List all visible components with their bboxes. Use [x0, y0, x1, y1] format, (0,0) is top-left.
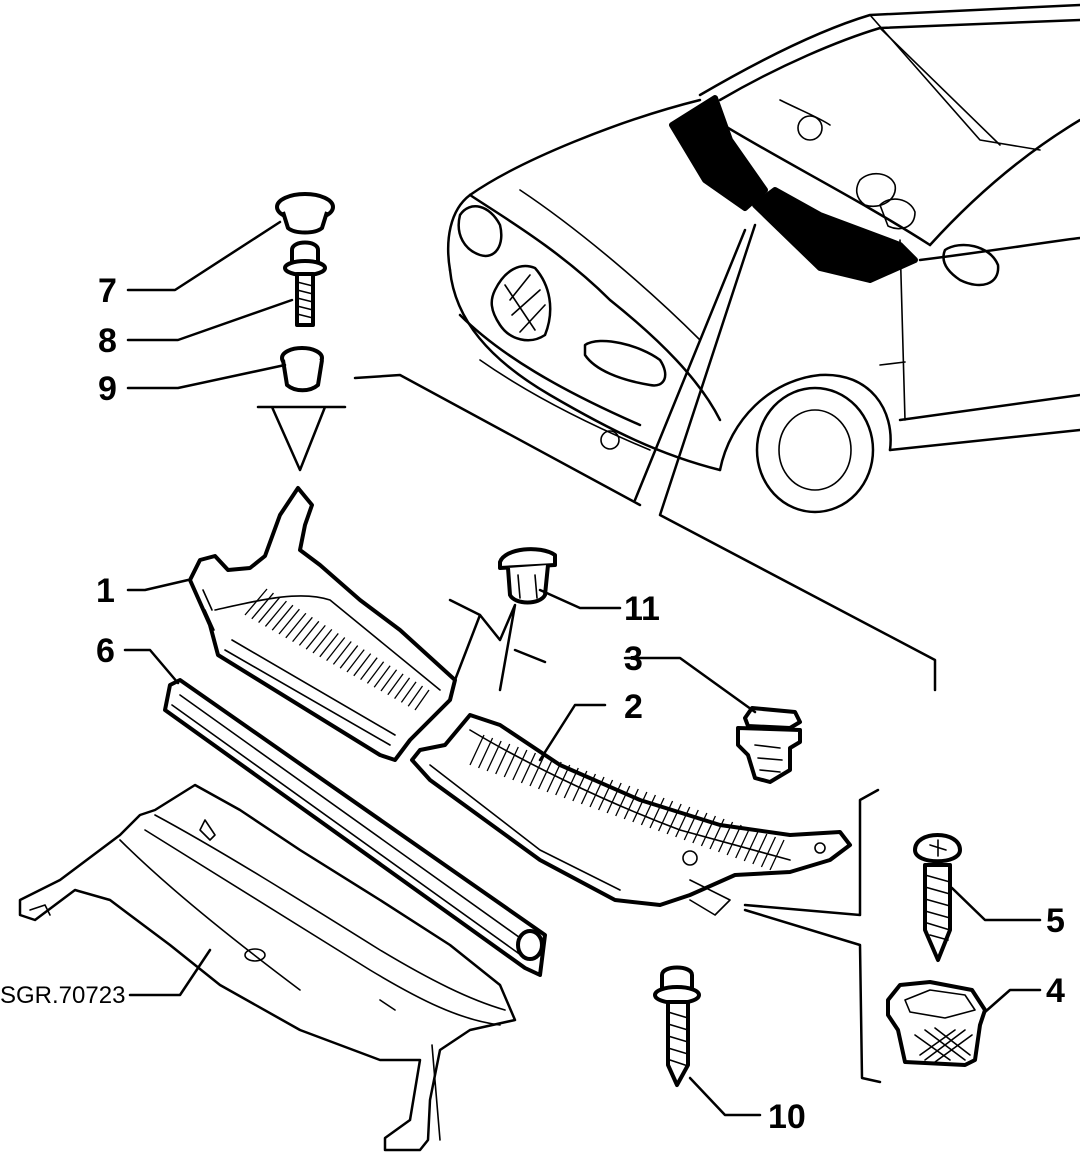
clip-11	[498, 547, 557, 605]
nut-cage-4	[886, 980, 987, 1067]
screw-5	[913, 833, 962, 962]
cowl-panel-left-1	[188, 486, 457, 762]
callout-8: 8	[98, 322, 117, 360]
callout-labels: 7 8 9 1 6 11 3 2 5 4 10 SGR.70723	[0, 272, 1065, 1136]
seal-strip-6	[163, 678, 547, 977]
callout-4: 4	[1046, 972, 1065, 1010]
callout-1: 1	[96, 572, 115, 610]
callout-leaders	[123, 220, 1042, 1117]
callout-7: 7	[98, 272, 117, 310]
nut-9	[280, 346, 324, 393]
cowl-panel-right-2	[410, 713, 852, 916]
bolt-8	[283, 240, 327, 327]
callout-11: 11	[624, 590, 660, 628]
car-illustration	[446, 3, 1080, 514]
callout-10: 10	[768, 1098, 806, 1136]
bolt-10	[653, 965, 701, 1087]
callout-3: 3	[624, 640, 643, 678]
callout-6: 6	[96, 632, 115, 670]
bracket-lines	[743, 788, 882, 1084]
callout-5: 5	[1046, 902, 1065, 940]
cowl-lower-panel	[18, 783, 517, 1152]
reference-code: SGR.70723	[0, 982, 125, 1009]
callout-2: 2	[624, 688, 643, 726]
leader-lines	[353, 223, 937, 692]
callout-9: 9	[98, 370, 117, 408]
clip-3	[736, 706, 802, 784]
cap-7	[275, 192, 335, 235]
